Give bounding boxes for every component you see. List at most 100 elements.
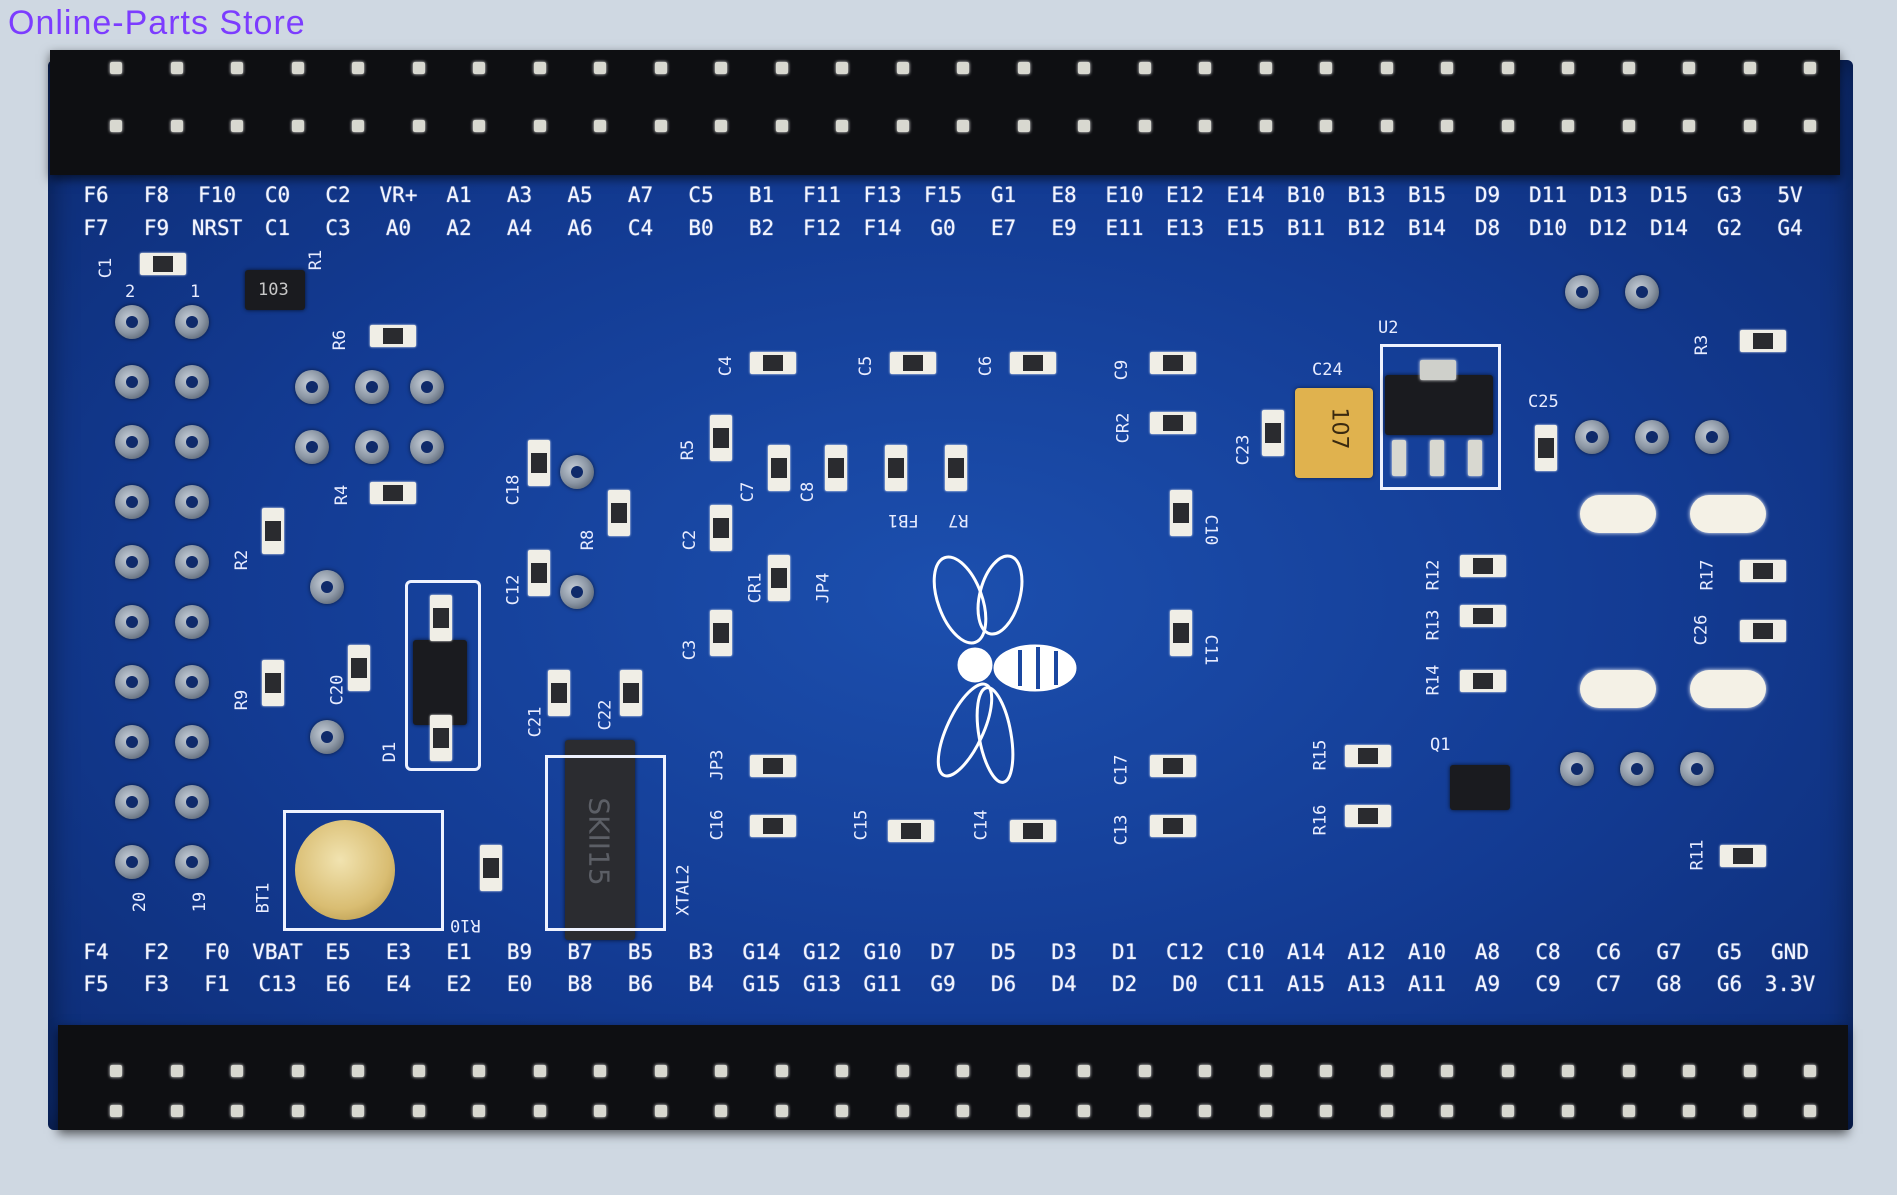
pin-label: F0 — [204, 940, 230, 964]
pin-label: D13 — [1589, 183, 1628, 207]
through-hole-pad — [175, 485, 209, 519]
pin-label: C4 — [627, 216, 654, 240]
through-hole-pad — [410, 430, 444, 464]
pin-label: F1 — [204, 972, 230, 996]
label-c8: C8 — [798, 481, 819, 503]
pin-label: F13 — [863, 183, 902, 207]
pin-label-19: 19 — [190, 891, 211, 913]
pin-label: C2 — [325, 183, 351, 207]
c16-capacitor — [750, 815, 796, 837]
pin-label: B4 — [688, 972, 714, 996]
pin-label: C11 — [1226, 972, 1265, 996]
pin-label: C7 — [1595, 972, 1622, 996]
header-pin — [1683, 1105, 1695, 1117]
u2-pin — [1430, 440, 1444, 476]
header-pin — [412, 1065, 425, 1077]
header-pin — [1017, 1105, 1030, 1117]
pin-label: A3 — [506, 183, 533, 207]
label-c20: C20 — [327, 674, 348, 706]
label-bt1: BT1 — [253, 882, 274, 914]
header-pin — [1320, 1065, 1332, 1077]
pin-label: D7 — [930, 940, 956, 964]
pin-label: A12 — [1347, 940, 1386, 964]
header-pin — [1804, 62, 1816, 74]
label-r8: R8 — [578, 529, 599, 551]
header-pin — [1199, 62, 1211, 74]
pin-label: G0 — [930, 216, 956, 240]
d1-pad — [430, 595, 452, 641]
header-pin — [1078, 1105, 1090, 1117]
header-pin — [775, 120, 788, 132]
c10-capacitor — [1170, 490, 1192, 536]
header-pin — [1743, 1065, 1756, 1077]
pin-label: F5 — [83, 972, 109, 996]
header-pin — [957, 62, 969, 74]
label-c10: C10 — [1200, 514, 1221, 546]
pin-label: E2 — [446, 972, 472, 996]
header-pin — [836, 120, 848, 132]
label-r7: R7 — [948, 510, 969, 530]
label-xtal2: XTAL2 — [673, 864, 694, 916]
r7-resistor — [945, 445, 967, 491]
header-pin — [1320, 120, 1332, 132]
pin-label: F14 — [863, 216, 902, 240]
u2-pin — [1468, 440, 1482, 476]
header-pin — [231, 120, 243, 132]
pin-label: D11 — [1529, 183, 1567, 207]
header-pin — [836, 1065, 848, 1077]
u2-outline — [1380, 344, 1501, 490]
label-c2: C2 — [680, 529, 701, 551]
c17-capacitor — [1150, 755, 1196, 777]
pin-label: F9 — [143, 216, 170, 240]
pin-label: D0 — [1172, 972, 1198, 996]
c26-capacitor — [1740, 620, 1786, 642]
pin-label: E11 — [1105, 216, 1144, 240]
label-c18: C18 — [503, 474, 524, 506]
pin-label: C3 — [325, 216, 351, 240]
through-hole-pad — [115, 425, 149, 459]
r14-resistor — [1460, 670, 1506, 692]
header-pin — [1199, 1105, 1211, 1117]
through-hole-pad — [355, 370, 389, 404]
r6-resistor — [370, 325, 416, 347]
header-pin — [412, 1105, 425, 1117]
r10-resistor — [480, 845, 502, 891]
header-pin — [1380, 62, 1393, 74]
top-pin-header — [50, 50, 1840, 175]
cr2-led — [1150, 412, 1196, 434]
header-pin — [1078, 62, 1090, 74]
label-c6: C6 — [976, 355, 997, 377]
mount-pad — [1690, 495, 1766, 533]
c20-capacitor — [348, 645, 370, 691]
pin-label: B12 — [1347, 216, 1386, 240]
through-hole-pad — [175, 725, 209, 759]
pin-label: B10 — [1287, 183, 1325, 207]
label-r16: R16 — [1310, 804, 1331, 836]
pin-label: A0 — [385, 216, 412, 240]
through-hole-pad — [1680, 752, 1714, 786]
header-pin — [1017, 120, 1030, 132]
header-pin — [957, 1105, 969, 1117]
pin-label: A7 — [627, 183, 654, 207]
header-pin — [1138, 1105, 1151, 1117]
pin-label: B8 — [567, 972, 593, 996]
pin-label: G5 — [1716, 940, 1743, 964]
header-pin — [1562, 1065, 1574, 1077]
pin-label: G11 — [863, 972, 902, 996]
c15-capacitor — [888, 820, 934, 842]
label-jp4: JP4 — [813, 572, 834, 604]
pin-label: C1 — [264, 216, 291, 240]
label-c21: C21 — [525, 706, 546, 738]
c11-capacitor — [1170, 610, 1192, 656]
through-hole-pad — [355, 430, 389, 464]
pin-label: B15 — [1408, 183, 1446, 207]
pin-label: E10 — [1105, 183, 1144, 207]
through-hole-pad — [310, 720, 344, 754]
label-r17: R17 — [1697, 559, 1718, 591]
label-q1: Q1 — [1430, 735, 1451, 755]
pin-label: F11 — [803, 183, 841, 207]
pin-label: E1 — [446, 940, 472, 964]
through-hole-pad — [1620, 752, 1654, 786]
header-pin — [1622, 1105, 1635, 1117]
label-jp3: JP3 — [707, 749, 728, 781]
